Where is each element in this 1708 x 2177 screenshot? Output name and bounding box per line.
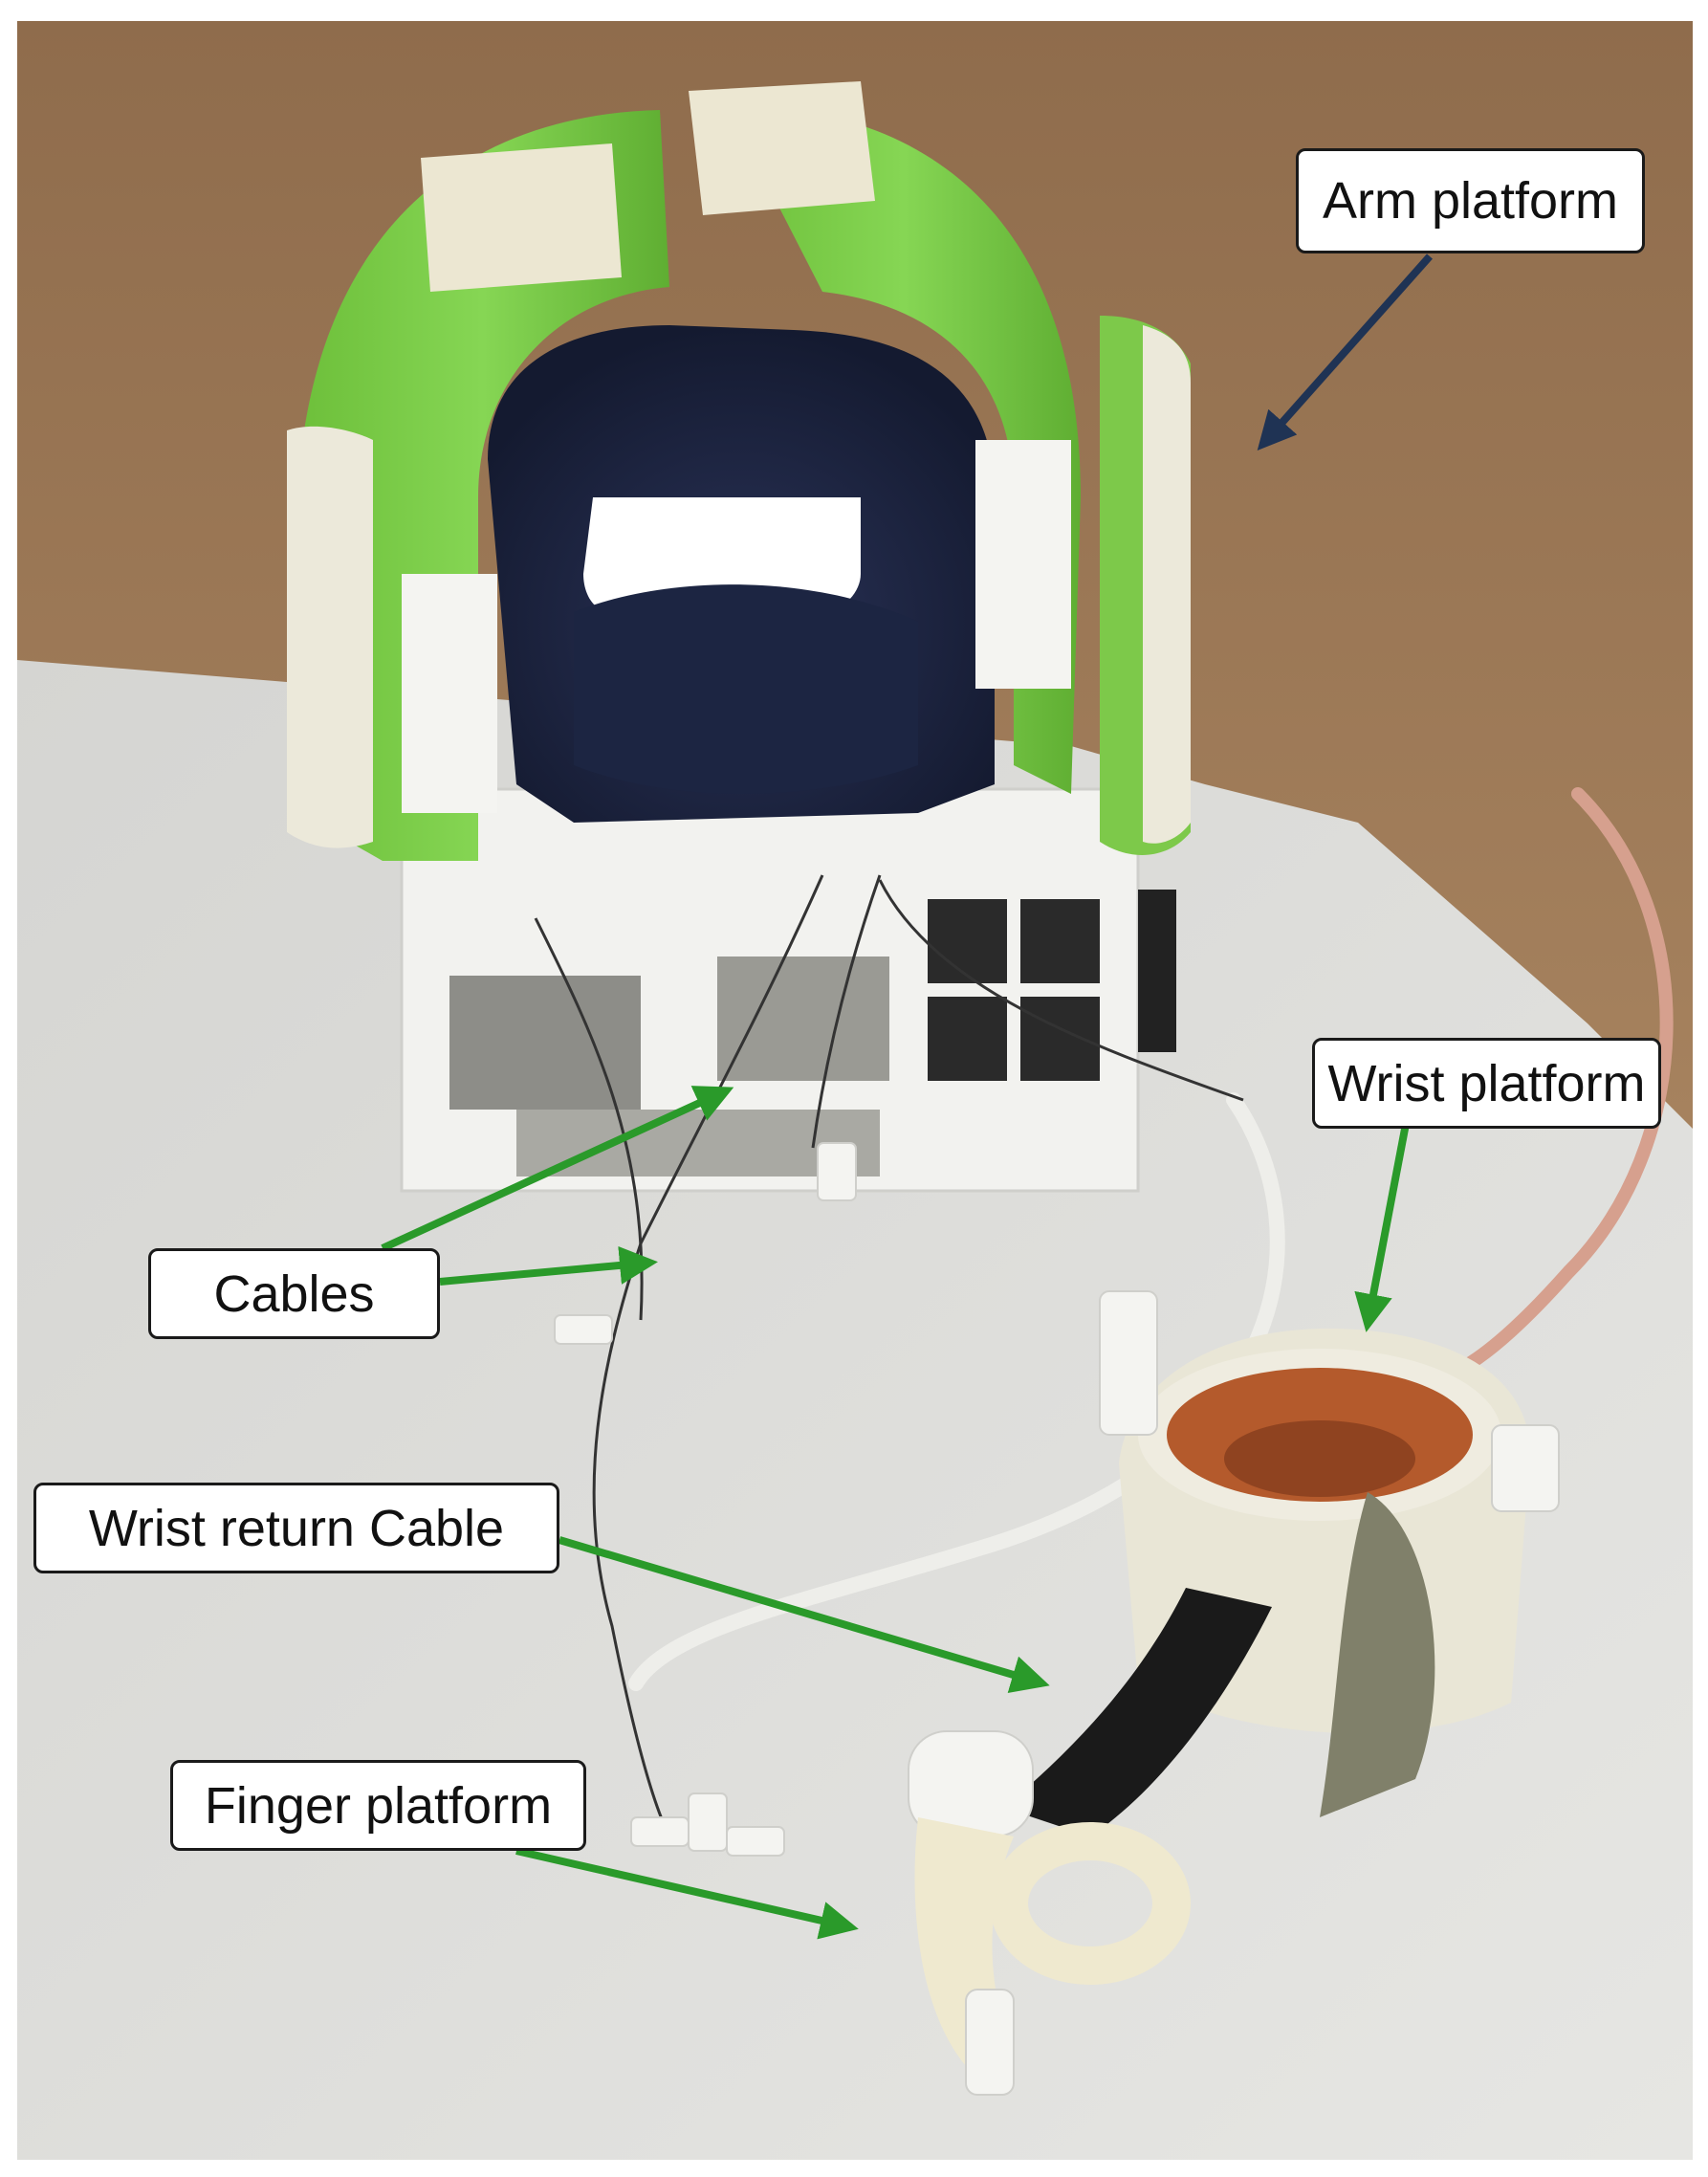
- wrist-return-cable-label: Wrist return Cable: [33, 1483, 559, 1573]
- cables-arrow-1: [381, 1086, 734, 1252]
- finger-platform-device: [908, 1730, 1191, 2096]
- finger-platform-label: Finger platform: [170, 1760, 586, 1851]
- wrist-strap: [1004, 1588, 1272, 1836]
- arm-platform-arrow: [1257, 253, 1433, 451]
- cables-label: Cables: [148, 1248, 440, 1339]
- wrist-platform-label: Wrist platform: [1312, 1038, 1661, 1129]
- wrist-return-cable-arrow: [558, 1536, 1050, 1694]
- tubing: [628, 1092, 1285, 1691]
- wrist-platform-arrow: [1354, 1123, 1410, 1332]
- arm-platform-label: Arm platform: [1296, 148, 1645, 253]
- arm-platform-device: [287, 81, 1191, 1193]
- finger-platform-arrow: [515, 1847, 859, 1940]
- cables-arrow-2: [439, 1245, 658, 1286]
